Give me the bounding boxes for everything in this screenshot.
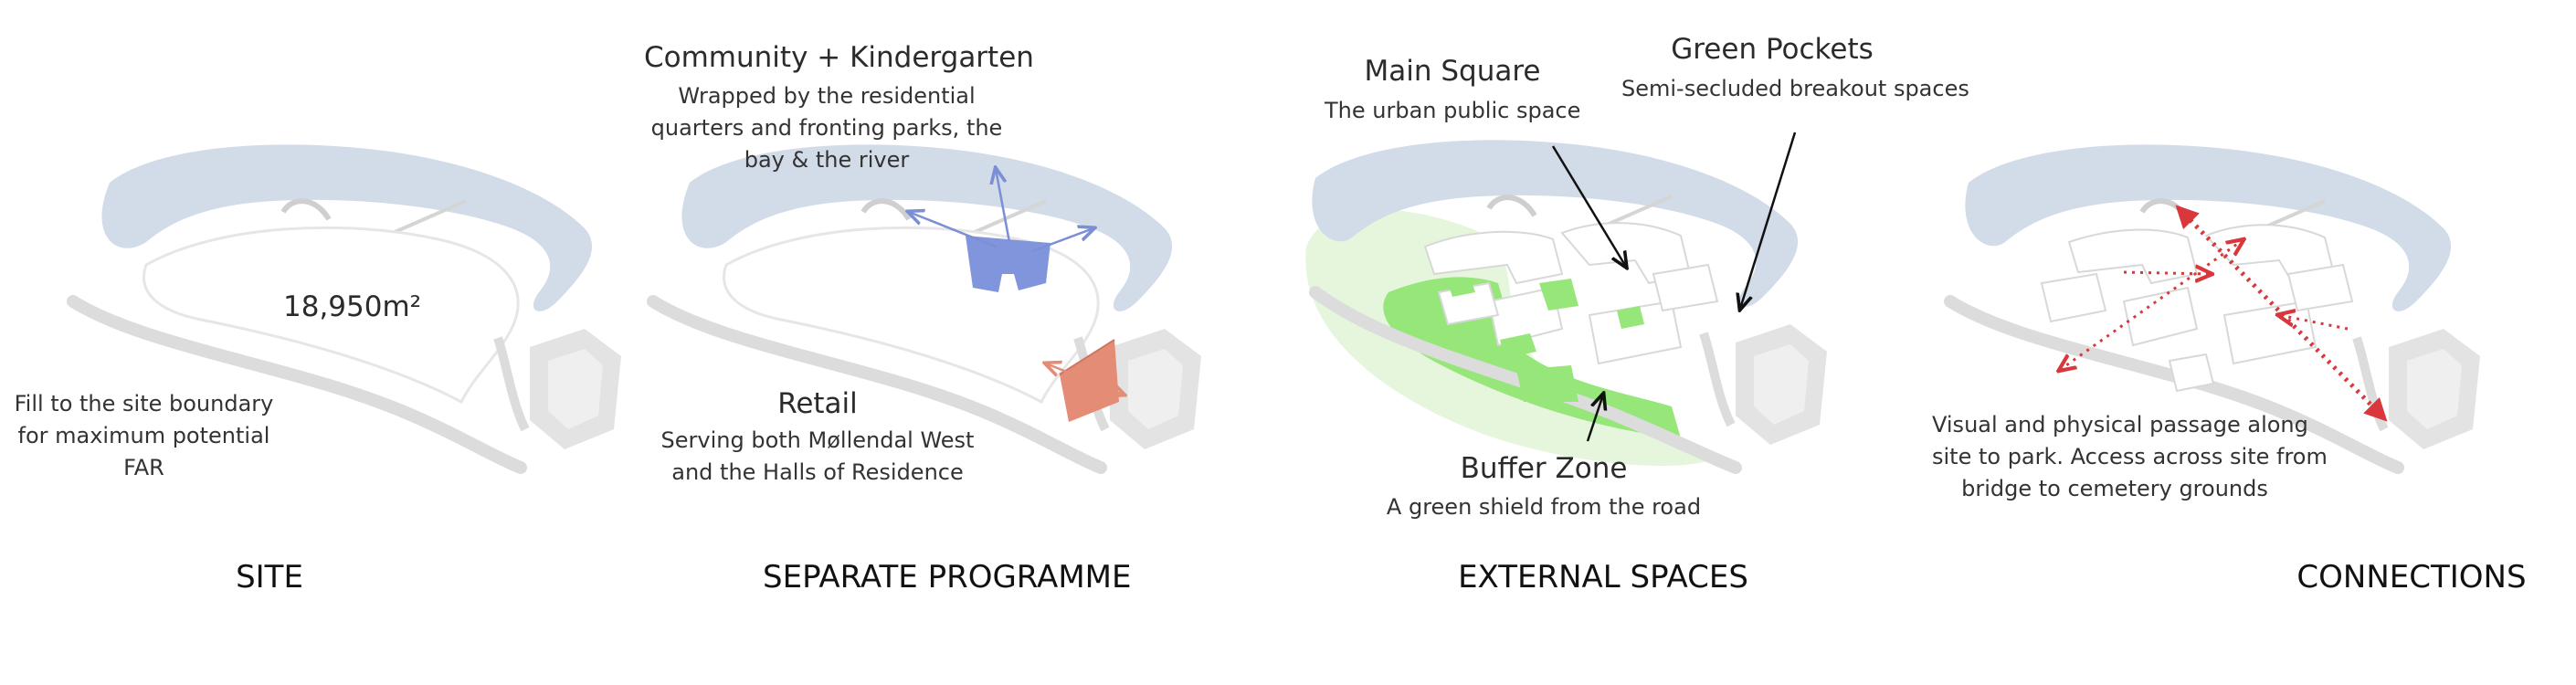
green-pockets-heading: Green Pockets (1671, 33, 1874, 66)
retail-text: Serving both Møllendal West and the Hall… (644, 425, 991, 489)
programme-diagram (647, 144, 1201, 474)
community-text: Wrapped by the residential quarters and … (644, 80, 1009, 176)
halls-of-residence (530, 329, 621, 449)
residential-blocks (1423, 222, 1719, 365)
site-area-label: 18,950m² (283, 290, 422, 323)
road (67, 295, 527, 474)
halls-of-residence (2389, 329, 2480, 449)
residential-blocks (2040, 224, 2354, 393)
green-pockets (1448, 279, 1644, 402)
panel-title-site: SITE (236, 559, 303, 595)
halls-of-residence (1110, 329, 1201, 449)
buffer-zone-heading: Buffer Zone (1460, 452, 1628, 485)
retail-arrows (1046, 364, 1124, 395)
connections-note: Visual and physical passage along site t… (1932, 409, 2328, 505)
site-note-line: for maximum potential (17, 423, 270, 448)
panel-site: 18,950m² Fill to the site boundary for m… (0, 0, 644, 685)
panel-connections: Visual and physical passage along site t… (1932, 0, 2576, 685)
halls-of-residence (1736, 324, 1827, 445)
panel-title-connections: CONNECTIONS (2296, 559, 2527, 595)
green-pockets-text: Semi-secluded breakout spaces (1621, 76, 1969, 101)
water-body (681, 144, 1173, 311)
connection-arrows (2060, 205, 2388, 422)
panel-title-external: EXTERNAL SPACES (1458, 559, 1748, 595)
callout-arrows (1551, 132, 1797, 442)
community-arrows (909, 169, 1093, 253)
connections-note-line: site to park. Access across site from (1932, 444, 2328, 469)
retail-text-line: and the Halls of Residence (671, 459, 964, 485)
connections-note-line: bridge to cemetery grounds (1961, 476, 2268, 501)
community-heading: Community + Kindergarten (644, 41, 1034, 74)
water-body (101, 144, 593, 311)
panel-programme: Community + Kindergarten Wrapped by the … (644, 0, 1288, 685)
community-text-line: quarters and fronting parks, the (650, 115, 1003, 141)
retail-text-line: Serving both Møllendal West (660, 427, 975, 453)
community-text-line: Wrapped by the residential (678, 83, 976, 109)
site-note-line: FAR (123, 455, 164, 480)
main-square-text: The urban public space (1325, 98, 1581, 123)
panel-external: Main Square The urban public space Green… (1288, 0, 1969, 685)
water-body (1312, 140, 1799, 307)
panel-title-programme: SEPARATE PROGRAMME (763, 559, 1132, 595)
external-diagram (1305, 132, 1827, 474)
site-note: Fill to the site boundary for maximum po… (9, 388, 279, 484)
buffer-zone-text: A green shield from the road (1386, 494, 1702, 520)
site-note-line: Fill to the site boundary (14, 391, 274, 416)
community-building (966, 236, 1050, 292)
connections-note-line: Visual and physical passage along (1932, 412, 2308, 437)
community-text-line: bay & the river (744, 147, 910, 173)
site-diagram (67, 144, 621, 474)
main-square-heading: Main Square (1364, 55, 1541, 88)
water-body (1965, 144, 2452, 311)
connections-diagram (1944, 144, 2480, 474)
retail-heading: Retail (777, 387, 858, 420)
